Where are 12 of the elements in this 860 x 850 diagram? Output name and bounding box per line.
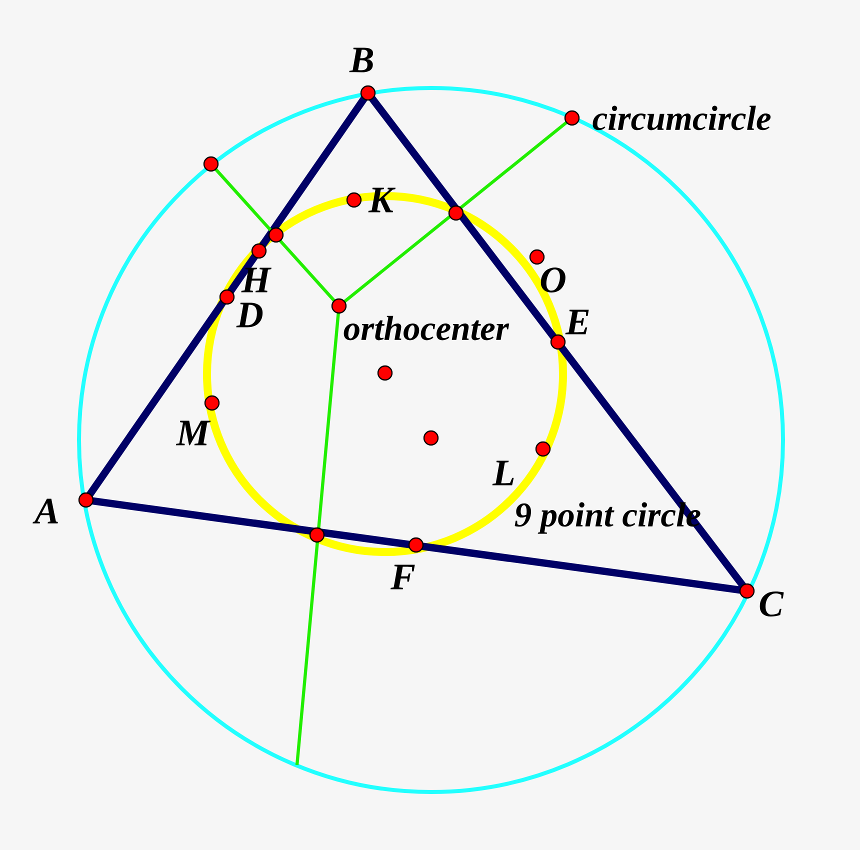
point-label: M [176, 420, 211, 446]
point-label: C [760, 591, 784, 617]
point-label: E [565, 310, 589, 334]
point-label: B [349, 48, 374, 72]
point-label: D [236, 302, 263, 328]
point-label: L [492, 460, 514, 486]
point-label: F [390, 564, 415, 590]
point-label: circumcircle [592, 106, 771, 130]
point-label: A [32, 498, 58, 524]
point-label: O [540, 267, 566, 293]
point-label: orthocenter [344, 316, 510, 340]
point-label: H [241, 268, 272, 292]
